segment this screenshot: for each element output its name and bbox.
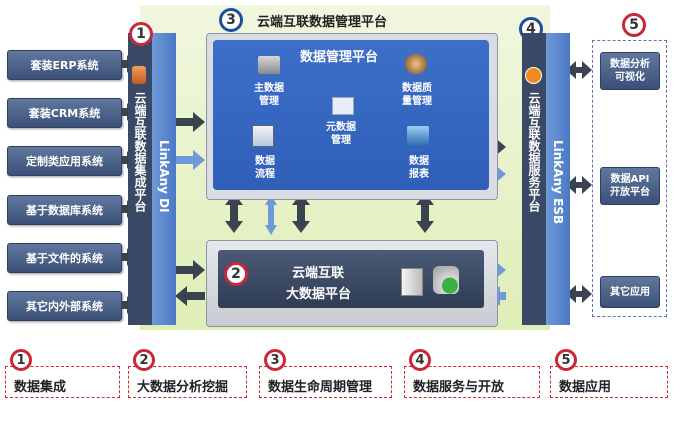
source-custom: 定制类应用系统 — [7, 146, 122, 176]
service-title: 云端互联数据服务平台 — [527, 92, 541, 212]
source-other: 其它内外部系统 — [7, 291, 122, 321]
legend-marker-3: 3 — [264, 349, 286, 371]
legend-marker-4: 4 — [409, 349, 431, 371]
building-icon — [258, 56, 280, 74]
integration-bar-blue — [152, 33, 176, 325]
marker-2: 2 — [224, 262, 248, 286]
legend-label-5: 数据应用 — [559, 380, 612, 395]
service-icon — [525, 67, 542, 84]
service-bar-blue — [546, 33, 570, 325]
marker-5: 5 — [622, 13, 646, 37]
data-flow-label: 数据 流程 — [255, 156, 275, 180]
management-title: 数据管理平台 — [300, 50, 379, 65]
legend-marker-5: 5 — [555, 349, 577, 371]
server-icon — [401, 268, 423, 296]
database-add-icon — [433, 266, 459, 294]
bigdata-title-line2: 大数据平台 — [286, 287, 352, 302]
workflow-icon — [252, 125, 274, 147]
marker-1: 1 — [129, 22, 153, 46]
integration-english-title: LinkAny DI — [157, 140, 171, 213]
application-group — [592, 40, 667, 317]
top-platform-title: 云端互联数据管理平台 — [257, 15, 388, 30]
database-icon — [132, 66, 146, 84]
legend-item-4 — [404, 366, 540, 398]
legend-item-5 — [550, 366, 668, 398]
users-icon — [405, 54, 427, 74]
data-quality-label: 数据质 量管理 — [402, 83, 432, 107]
app-api-platform: 数据API 开放平台 — [600, 167, 660, 205]
metadata-icon — [332, 97, 354, 115]
legend-label-4: 数据服务与开放 — [413, 380, 505, 395]
master-data-label: 主数据 管理 — [254, 83, 284, 107]
legend-label-2: 大数据分析挖掘 — [137, 380, 229, 395]
legend-item-1 — [5, 366, 120, 398]
source-erp: 套装ERP系统 — [7, 50, 122, 80]
report-icon — [407, 126, 429, 146]
integration-title: 云端互联数据集成平台 — [133, 92, 147, 212]
app-other: 其它应用 — [600, 276, 660, 308]
service-english-title: LinkAny ESB — [551, 140, 565, 225]
data-report-label: 数据 报表 — [409, 156, 429, 180]
legend-marker-1: 1 — [10, 349, 32, 371]
legend-item-3 — [259, 366, 392, 398]
legend-label-1: 数据集成 — [14, 380, 67, 395]
metadata-label: 元数据 管理 — [326, 122, 356, 146]
bigdata-title-line1: 云端互联 — [292, 266, 345, 281]
legend-item-2 — [128, 366, 247, 398]
marker-3: 3 — [219, 8, 243, 32]
legend-label-3: 数据生命周期管理 — [268, 380, 373, 395]
legend-marker-2: 2 — [133, 349, 155, 371]
app-visualization: 数据分析 可视化 — [600, 52, 660, 90]
